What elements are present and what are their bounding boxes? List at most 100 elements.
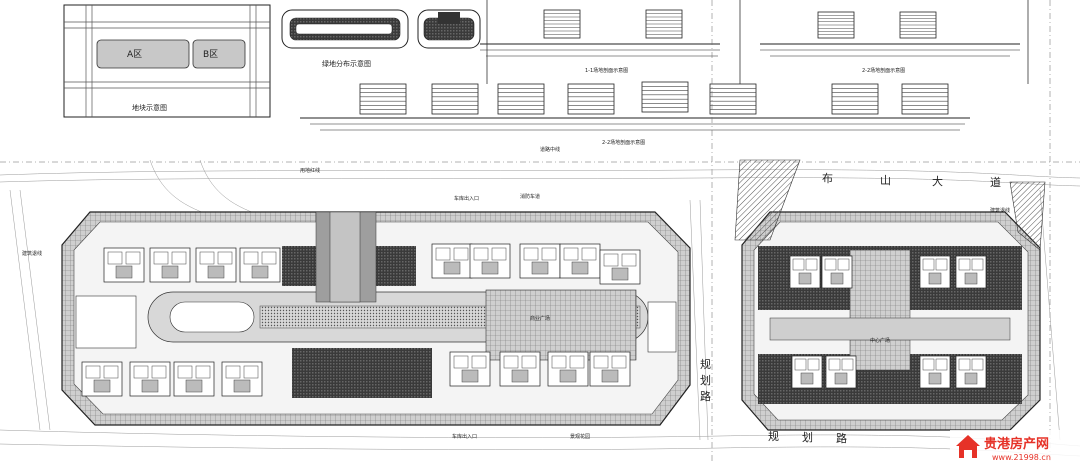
tower-unit	[217, 251, 233, 265]
site-b-towers	[789, 255, 987, 389]
tower-footprint	[919, 255, 951, 289]
tower-unit	[958, 358, 971, 371]
tower-unit	[153, 251, 169, 265]
watermark-url: www.21998.cn	[992, 453, 1051, 462]
tower-core	[115, 265, 133, 279]
label-setback-right: 建筑退线	[990, 207, 1010, 214]
tower-unit	[922, 258, 935, 271]
label-garden: 景观花园	[570, 433, 590, 440]
tower-footprint	[129, 361, 171, 397]
tower-core	[161, 265, 179, 279]
section-building	[431, 83, 479, 115]
tower-unit	[85, 365, 101, 379]
tower-unit	[828, 358, 841, 371]
tower-footprint	[431, 243, 473, 279]
tower-footprint	[221, 361, 263, 397]
tower-unit	[611, 355, 627, 369]
tower-core	[511, 369, 529, 383]
tower-unit	[107, 251, 123, 265]
label-entrance-2: 车库出入口	[452, 433, 477, 440]
tower-unit	[503, 355, 519, 369]
tower-footprint	[81, 361, 123, 397]
tower-footprint	[789, 255, 821, 289]
section-building	[641, 81, 689, 113]
label-square: 商业广场	[530, 315, 550, 322]
tower-footprint	[955, 355, 987, 389]
tower-unit	[792, 258, 805, 271]
section-building-outline	[709, 83, 757, 115]
tower-unit	[151, 365, 167, 379]
tower-unit	[171, 251, 187, 265]
section-long-caption: 2-2场地剖面示意图	[602, 139, 645, 146]
tower-core	[233, 379, 251, 393]
house-logo-icon	[956, 435, 980, 458]
road-north-c2: 山	[880, 174, 891, 187]
tower-footprint	[559, 243, 601, 279]
tower-unit	[453, 247, 469, 261]
tower-footprint	[821, 255, 853, 289]
road-north-c3: 大	[932, 174, 943, 188]
tower-unit	[805, 258, 818, 271]
tower-footprint	[589, 351, 631, 387]
tower-unit	[958, 258, 971, 271]
tower-unit	[971, 258, 984, 271]
tower-core	[964, 372, 978, 385]
tower-unit	[935, 358, 948, 371]
tower-core	[928, 272, 942, 285]
tower-unit	[471, 355, 487, 369]
tower-unit	[541, 247, 557, 261]
tower-unit	[971, 358, 984, 371]
tower-unit	[177, 365, 193, 379]
zone-b-label: B区	[203, 49, 218, 60]
section-building-outline	[431, 83, 479, 115]
tower-core	[601, 369, 619, 383]
tower-core	[928, 372, 942, 385]
tower-unit	[841, 358, 854, 371]
section-building	[709, 83, 757, 115]
label-entrance-1: 车库出入口	[454, 195, 479, 202]
tower-core	[443, 261, 461, 275]
tower-unit	[243, 365, 259, 379]
green-plan: 绿地分布示意图	[281, 9, 481, 68]
tower-unit	[491, 247, 507, 261]
tower-unit	[593, 355, 609, 369]
tower-unit	[125, 251, 141, 265]
tower-core	[830, 272, 844, 285]
annotations: 道路中线 用地红线 车库出入口 车库出入口 消防车道 商业广场 中心广场 景观花…	[22, 146, 1010, 440]
tower-core	[798, 272, 812, 285]
section-2-2-caption: 2-2场地剖面示意图	[862, 67, 905, 74]
road-east-c2: 划	[700, 374, 711, 387]
section-2-2-floors	[818, 14, 936, 36]
section-building	[567, 83, 615, 115]
tower-unit	[523, 247, 539, 261]
tower-footprint	[149, 247, 191, 283]
tower-footprint	[173, 361, 215, 397]
zone-a-label: A区	[127, 49, 142, 60]
watermark-brand: 贵港房产网	[984, 436, 1049, 452]
tower-footprint	[469, 243, 511, 279]
tower-core	[481, 261, 499, 275]
tower-core	[559, 369, 577, 383]
section-building	[901, 83, 949, 115]
zone-a-block	[96, 39, 190, 69]
label-boundary: 用地红线	[300, 167, 320, 174]
section-building	[831, 83, 879, 115]
tower-unit	[133, 365, 149, 379]
site-b	[734, 159, 1046, 431]
section-building-outline	[641, 81, 689, 113]
green-plan-caption: 绿地分布示意图	[322, 59, 371, 68]
section-2-2-top: 2-2场地剖面示意图	[760, 11, 1020, 74]
tower-unit	[935, 258, 948, 271]
tower-footprint	[239, 247, 281, 283]
road-labels: 布 山 大 道 规 划 路 规 划 路	[700, 172, 1001, 445]
tower-core	[251, 265, 269, 279]
tower-unit	[435, 247, 451, 261]
tower-unit	[581, 247, 597, 261]
tower-unit	[603, 253, 619, 267]
tower-footprint	[825, 355, 857, 389]
road-east-c3: 路	[700, 390, 711, 403]
tower-unit	[794, 358, 807, 371]
tower-unit	[569, 355, 585, 369]
